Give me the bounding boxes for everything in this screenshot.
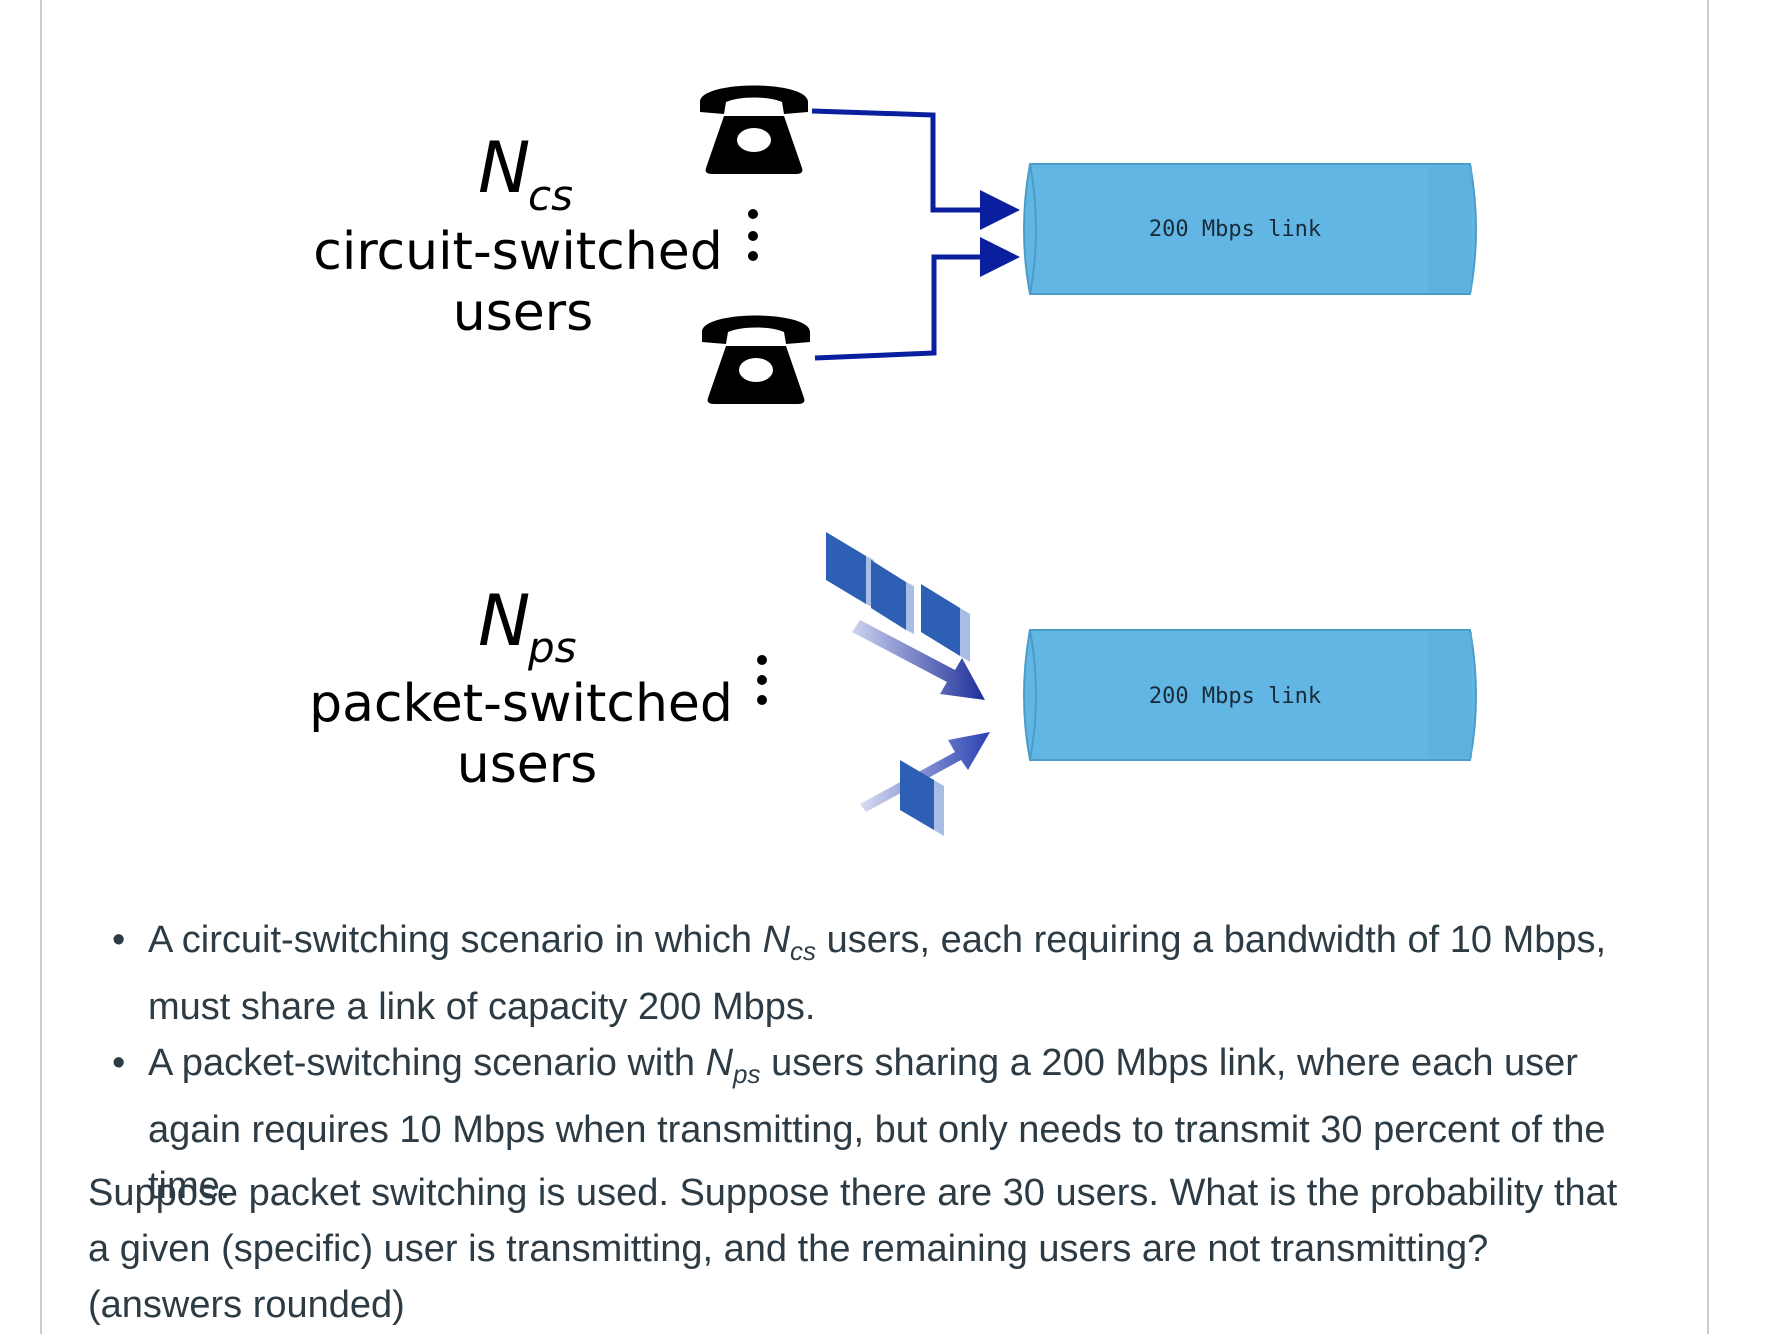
ps-label-line1: packet-switched (309, 674, 733, 734)
cs-label-line2: users (453, 283, 594, 343)
bullet-circuit-switching: A circuit-switching scenario in which Nc… (112, 912, 1672, 1035)
ps-link-pipe: 200 Mbps link (1023, 629, 1477, 761)
circuit-wires (811, 108, 1020, 361)
packet-arrow-lower (860, 732, 990, 812)
packet-arrow-upper (852, 620, 985, 700)
packet-icon-lower (900, 760, 944, 836)
cs-link-label: 200 Mbps link (1149, 217, 1321, 242)
cs-label-line1: circuit-switched (313, 222, 722, 282)
cs-ellipsis-icon (748, 209, 758, 261)
network-diagram: N cs circuit-switched users 200 Mbps lin… (309, 85, 1477, 836)
content-panel (40, 0, 1709, 1334)
scenario-list: A circuit-switching scenario in which Nc… (112, 912, 1672, 1214)
cs-symbol: N (478, 127, 530, 209)
question-text: Suppose packet switching is used. Suppos… (88, 1172, 1618, 1326)
cs-subscript: cs (528, 171, 573, 220)
ps-link-label: 200 Mbps link (1149, 684, 1321, 709)
phone-icon (700, 85, 808, 174)
ps-symbol: N (478, 580, 530, 662)
packet-icons-upper (826, 532, 970, 662)
ps-ellipsis-icon (757, 655, 767, 705)
bullet-packet-switching: A packet-switching scenario with Nps use… (112, 1035, 1672, 1214)
ps-subscript: ps (527, 623, 577, 672)
ps-label-line2: users (457, 735, 598, 795)
phone-icon (702, 315, 810, 404)
cs-link-pipe: 200 Mbps link (1023, 163, 1477, 295)
